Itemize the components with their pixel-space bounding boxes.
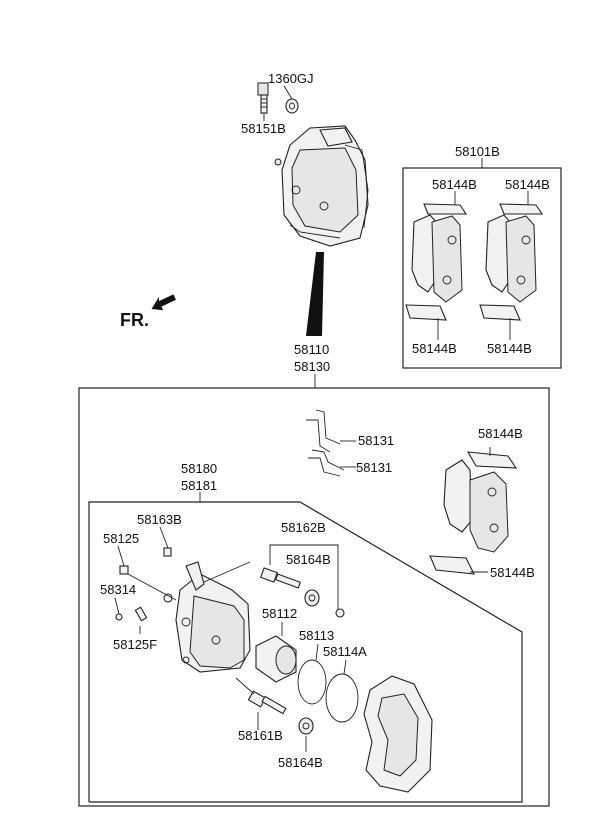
front-arrow-icon — [151, 294, 176, 311]
caliper-body-lower — [175, 561, 251, 673]
label-58125: 58125 — [103, 531, 139, 546]
label-58164b-a: 58164B — [286, 552, 331, 567]
label-58113: 58113 — [299, 628, 334, 643]
piston-seal-58113 — [297, 659, 327, 705]
label-58161b: 58161B — [238, 728, 283, 743]
label-58144b-d: 58144B — [487, 341, 532, 356]
label-58180: 58180 — [181, 461, 217, 476]
label-58144b-e: 58144B — [478, 426, 523, 441]
label-58144b-f: 58144B — [490, 565, 535, 580]
front-direction-indicator: FR. — [120, 294, 176, 330]
bleeder-and-caps — [115, 547, 173, 622]
caliper-kit-box — [78, 387, 550, 807]
dust-boot-58114a — [325, 673, 359, 723]
caliper-subkit-box — [88, 501, 523, 803]
label-58144b-b: 58144B — [505, 177, 550, 192]
label-58114a: 58114A — [323, 644, 367, 659]
pad-springs — [306, 409, 345, 477]
piston-58112 — [255, 635, 297, 683]
label-58144b-c: 58144B — [412, 341, 457, 356]
front-label: FR. — [120, 310, 149, 330]
pad-kit-parts — [405, 203, 544, 321]
washer-1360gj — [285, 98, 299, 114]
label-58164b-b: 58164B — [278, 755, 323, 770]
label-58181: 58181 — [181, 478, 217, 493]
label-58125f: 58125F — [113, 637, 157, 652]
pads-lower — [429, 451, 518, 575]
label-58131-b: 58131 — [356, 460, 392, 475]
bolt-58151b — [257, 82, 269, 114]
label-58130: 58130 — [294, 359, 330, 374]
caliper-assembly-top — [257, 82, 369, 336]
caliper-carrier-bracket — [363, 675, 433, 793]
label-1360gj: 1360GJ — [268, 71, 314, 86]
guide-pin-upper — [260, 567, 302, 589]
leader-wedge — [306, 252, 324, 336]
label-58101b: 58101B — [455, 144, 500, 159]
guide-pin-lower — [247, 690, 287, 715]
label-58162b: 58162B — [281, 520, 326, 535]
pin-boot-lower — [298, 717, 314, 735]
label-58144b-a: 58144B — [432, 177, 477, 192]
caliper-bracket-top — [319, 127, 353, 147]
caliper-piston-housing-top — [291, 147, 359, 233]
label-58131-a: 58131 — [358, 433, 394, 448]
label-58314: 58314 — [100, 582, 136, 597]
label-58110: 58110 — [294, 342, 329, 357]
label-58151b: 58151B — [241, 121, 286, 136]
label-58163b: 58163B — [137, 512, 182, 527]
pin-boot-upper — [304, 589, 320, 607]
label-58112: 58112 — [262, 606, 297, 621]
